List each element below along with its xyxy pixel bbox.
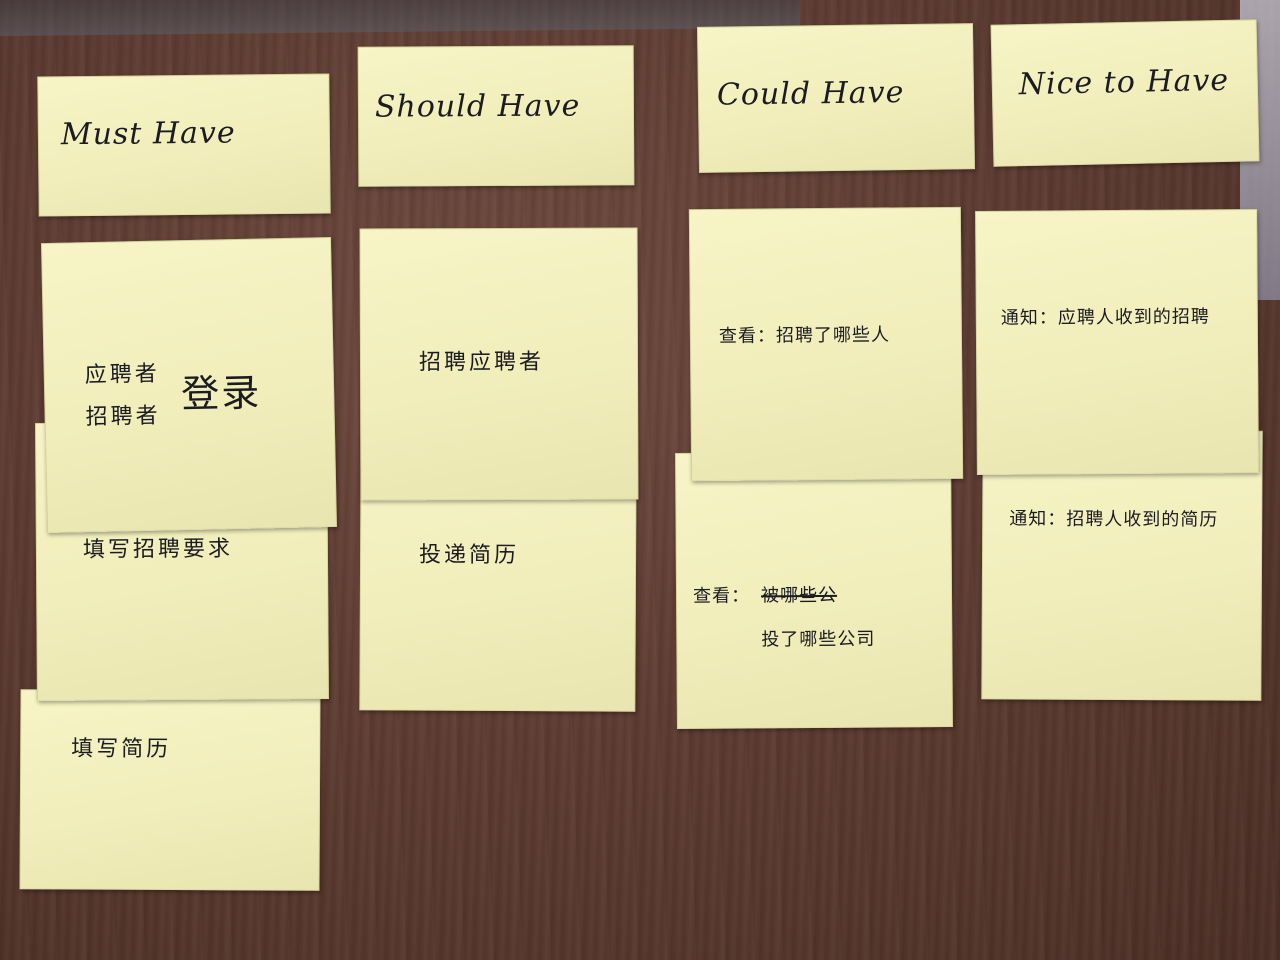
note-text: 招聘应聘者 [418, 349, 545, 376]
note-text-prefix: 查看： [692, 585, 751, 607]
header-note-could-have: Could Have [696, 23, 976, 173]
note-should-have-1: 招聘应聘者 [359, 227, 639, 501]
header-note-nice-to-have: Nice to Have [990, 19, 1260, 167]
note-text: 填写招聘要求 [82, 536, 234, 563]
note-must-have-3: 填写简历 [19, 689, 321, 891]
header-note-must-have: Must Have [37, 73, 331, 217]
note-text-crossed: 被哪些公 [760, 584, 838, 607]
note-text-line-2: 投了哪些公司 [761, 628, 876, 651]
header-label: Should Have [374, 88, 581, 125]
note-text-line-1: 应聘者 [84, 361, 161, 389]
header-label: Could Have [716, 75, 905, 113]
note-text: 填写简历 [71, 736, 172, 763]
note-text: 通知：招聘人收到的简历 [1009, 508, 1219, 531]
header-note-should-have: Should Have [357, 45, 635, 187]
note-must-have-1: 应聘者 招聘者 登录 [40, 236, 338, 534]
note-text: 通知：应聘人收到的招聘 [1000, 306, 1210, 329]
note-nice-to-have-1: 通知：应聘人收到的招聘 [975, 209, 1259, 475]
note-text: 查看：招聘了哪些人 [718, 324, 891, 347]
note-could-have-1: 查看：招聘了哪些人 [688, 206, 964, 482]
note-text-line-2: 招聘者 [85, 403, 161, 431]
background-paper-strip [0, 0, 800, 37]
header-label: Must Have [60, 115, 236, 153]
note-could-have-2: 查看： 被哪些公 投了哪些公司 [675, 451, 953, 729]
header-label: Nice to Have [1018, 62, 1230, 103]
note-text: 投递简历 [419, 542, 520, 569]
note-text-side: 登录 [180, 370, 262, 417]
